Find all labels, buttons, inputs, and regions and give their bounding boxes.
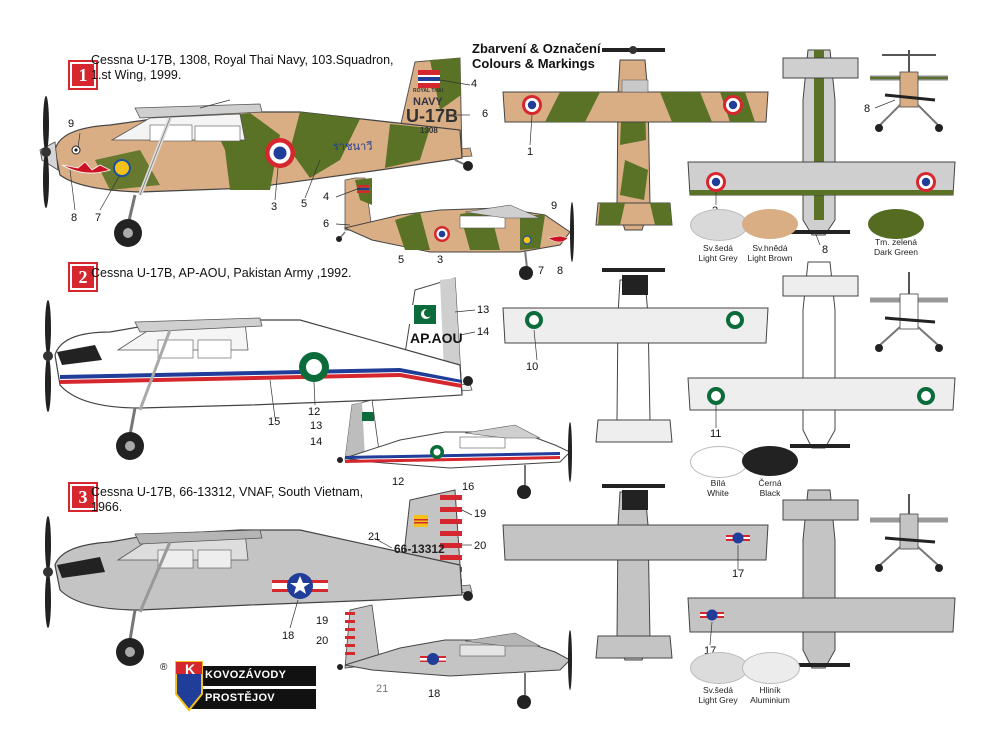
thai-fin-text-1: ROYAL THAI [413, 88, 444, 94]
thai-side-view-large [39, 57, 473, 247]
callout-16: 16 [462, 481, 475, 493]
option-title-2-line1: Cessna U-17B, AP-AOU, Pakistan Army ,199… [91, 266, 352, 280]
callout-6-small: 6 [323, 218, 330, 230]
thai-top-view [502, 46, 769, 231]
callout-18-small: 18 [428, 688, 441, 700]
option-badge-2 [68, 262, 98, 292]
option-badge-1 [68, 60, 98, 90]
pakistan-front-view [870, 272, 948, 352]
swatch-light-grey-2 [690, 652, 748, 684]
callout-19: 19 [474, 508, 487, 520]
callout-19-small: 19 [316, 615, 329, 627]
thai-front-view [870, 50, 948, 132]
logo-line-2: PROSTĚJOV [205, 692, 275, 704]
callout-14-small: 14 [310, 436, 323, 448]
option-title-1-line1: Cessna U-17B, 1308, Royal Thai Navy, 103… [91, 53, 394, 67]
callout-10: 10 [526, 361, 539, 373]
thai-fuselage-script: ราชนาวี [333, 141, 373, 153]
callout-8: 8 [71, 212, 78, 224]
vnaf-top-view [502, 484, 769, 661]
callout-8-front: 8 [864, 103, 871, 115]
vnaf-bottom-view [687, 489, 956, 669]
swatch-white [690, 446, 748, 478]
callout-5: 5 [301, 198, 308, 210]
colours-markings-header: Zbarvení & Označení Colours & Markings [472, 41, 601, 71]
callout-9-small: 9 [551, 200, 558, 212]
callout-18: 18 [282, 630, 295, 642]
header-english: Colours & Markings [472, 56, 595, 71]
option-number-3: 3 [78, 487, 88, 507]
callout-21-small: 21 [376, 683, 389, 695]
option-title-3-line1: Cessna U-17B, 66-13312, VNAF, South Viet… [91, 485, 364, 499]
swatch-aluminium [742, 652, 800, 684]
thai-fin-text-2: NAVY [413, 96, 443, 108]
vn-fin-serial: 66-13312 [394, 542, 445, 556]
logo-k-letter: K [185, 661, 196, 677]
callout-9: 9 [68, 118, 75, 130]
callout-13-small: 13 [310, 420, 323, 432]
thai-bottom-view [687, 49, 956, 236]
callout-20-small: 20 [316, 635, 329, 647]
option-number-1: 1 [78, 65, 88, 85]
swatch-light-brown [742, 209, 798, 239]
option-number-2: 2 [78, 267, 88, 287]
callout-14: 14 [477, 326, 490, 338]
registered-mark: ® [160, 662, 168, 673]
callout-17: 17 [732, 568, 745, 580]
callout-3: 3 [271, 201, 278, 213]
kovozavody-logo [175, 661, 316, 712]
callout-11: 11 [710, 428, 722, 440]
thai-side-view-small [336, 177, 574, 280]
vnaf-side-view-large [43, 489, 473, 666]
callout-8-small: 8 [557, 265, 564, 277]
callout-3-small: 3 [437, 254, 444, 266]
header-czech: Zbarvení & Označení [472, 41, 601, 56]
pakistan-top-view [502, 268, 769, 443]
option-title-1-line2: 1.st Wing, 1999. [91, 68, 182, 82]
swatch-light-grey-1 [690, 209, 748, 241]
callout-7: 7 [95, 212, 102, 224]
leader-lines [69, 79, 896, 646]
callout-7-small: 7 [538, 265, 545, 277]
pakistan-side-view-large [43, 277, 473, 460]
vnaf-side-view-small [337, 604, 572, 709]
vnaf-front-view [870, 494, 948, 572]
callout-15: 15 [268, 416, 281, 428]
pakistan-side-view-small [337, 399, 572, 499]
option-title-3-line2: 1966. [91, 500, 123, 514]
swatch-dark-green [868, 209, 924, 239]
callout-12: 12 [308, 406, 321, 418]
thai-fin-type: U-17B [406, 106, 459, 126]
callout-1: 1 [527, 146, 534, 158]
logo-line-1: KOVOZÁVODY [205, 669, 287, 681]
callout-4: 4 [471, 78, 478, 90]
thai-fin-serial: 1308 [420, 126, 438, 135]
callout-20: 20 [474, 540, 487, 552]
swatch-black [742, 446, 798, 476]
callout-8-bottom: 8 [822, 244, 829, 256]
callout-13: 13 [477, 304, 490, 316]
pakistan-bottom-view [687, 261, 956, 449]
pak-fin-code: AP.AOU [410, 330, 463, 346]
callout-4-small: 4 [323, 191, 330, 203]
callout-21: 21 [368, 531, 381, 543]
option-badge-3 [68, 482, 98, 512]
callout-5-small: 5 [398, 254, 405, 266]
callout-12-small: 12 [392, 476, 405, 488]
callout-6: 6 [482, 108, 489, 120]
